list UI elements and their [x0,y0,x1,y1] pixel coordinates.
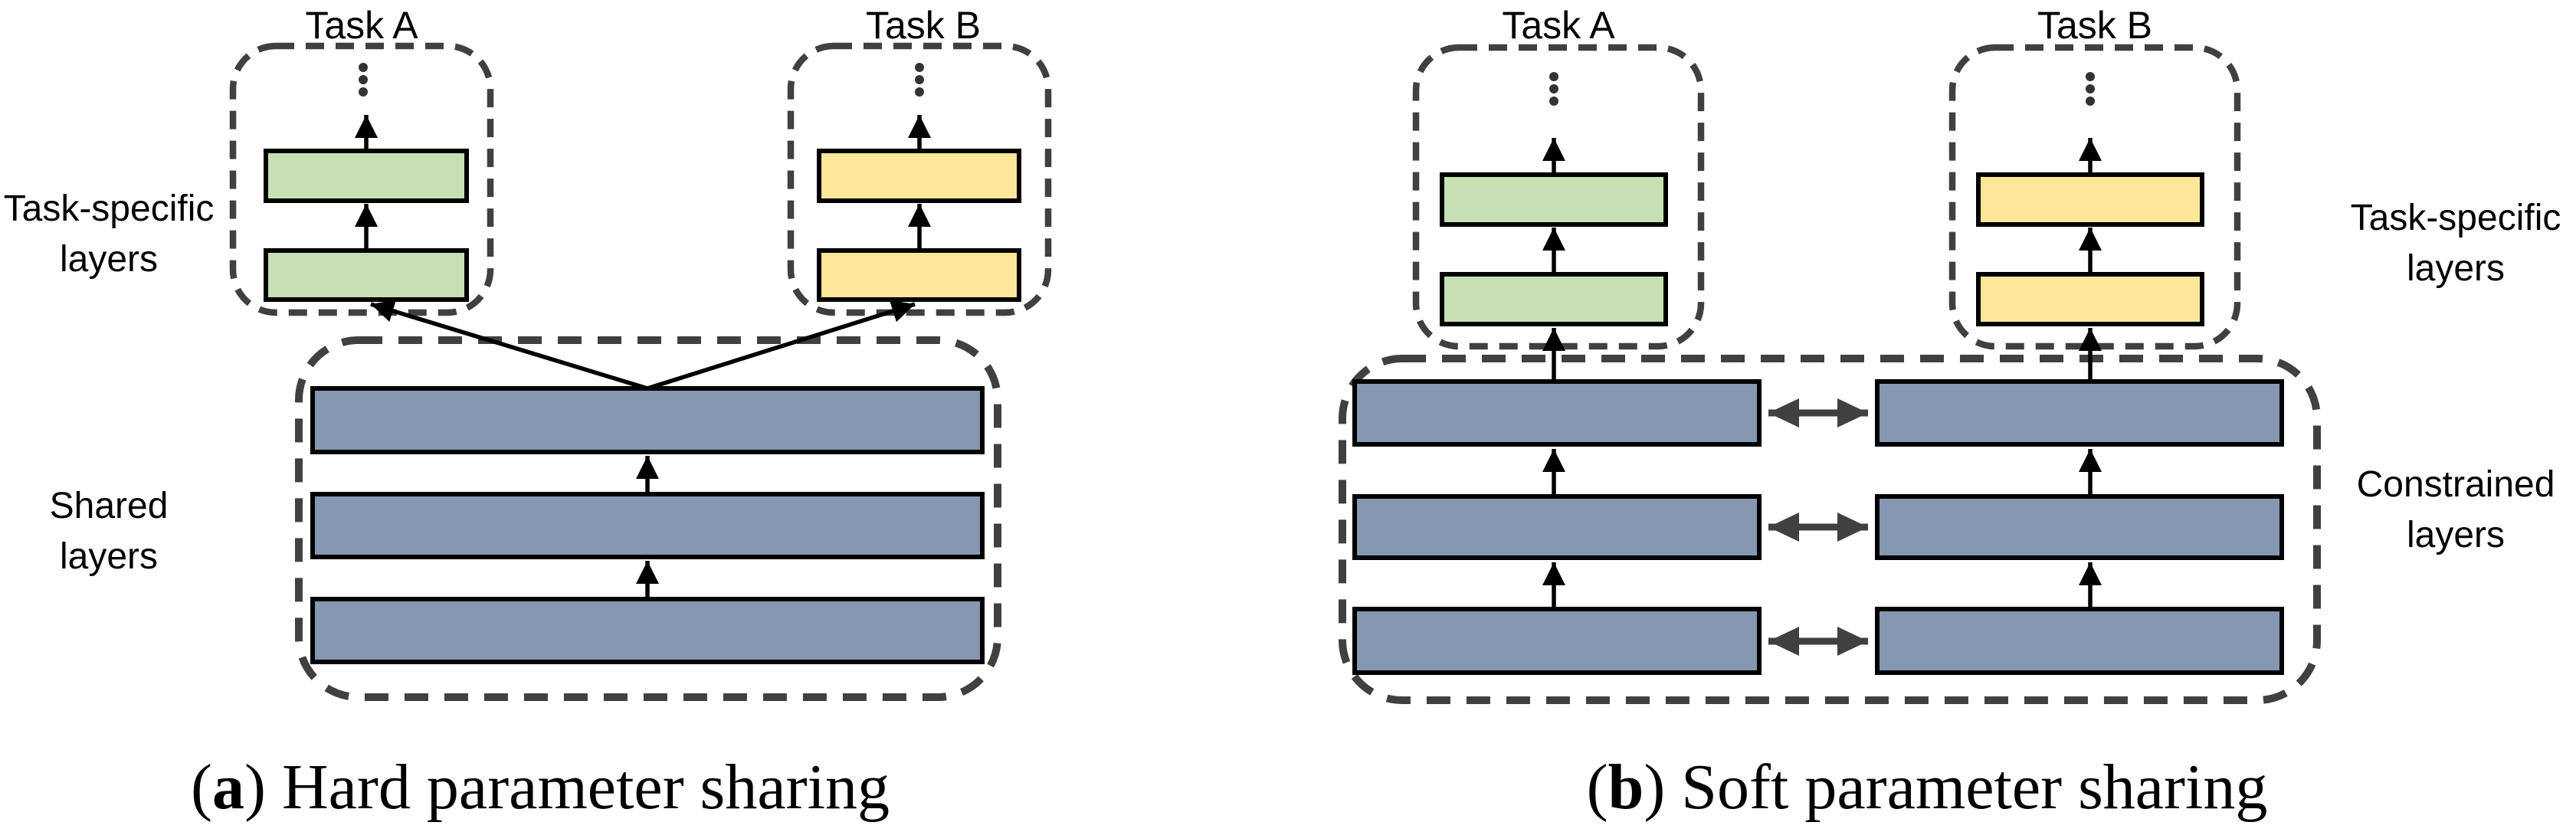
constrained-layer-box [1875,494,2284,560]
task-b-layer-box [1976,172,2204,227]
task-a-dashed-border [229,42,494,316]
shared-layers-dashed-border [295,336,1001,701]
panel-hard-sharing: Task A Task B Task-specif [4,4,1052,823]
task-specific-layers-label-line1: Task-specific [2351,198,2561,238]
task-a-layer-box [264,149,469,203]
constrained-layers-dashed-border [1339,355,2321,704]
constrained-layer-box [1352,379,1762,447]
task-a-layer-box [264,248,469,302]
constrained-layer-box [1352,494,1762,560]
caption-soft-sharing: (b) Soft parameter sharing [1587,752,2268,823]
ellipsis-dot [359,63,368,72]
ellipsis-dot [915,75,924,84]
shared-layers-label-line1: Shared [50,486,169,526]
constrained-layer-box [1875,607,2284,675]
ellipsis-dot [1549,97,1558,106]
ellipsis-dot [359,87,368,97]
task-specific-layers-label-line2: layers [60,239,158,280]
ellipsis-dot [2086,84,2095,93]
task-a-ellipsis [359,63,368,97]
ellipsis-dot [915,87,924,97]
ellipsis-dot [2086,72,2095,81]
branch-arrow-to-task-b [647,300,916,391]
ellipsis-dot [1549,72,1558,81]
branch-arrow-to-task-a [370,300,648,391]
panel-soft-sharing: Task A Task B [1339,4,2561,823]
task-b-title: Task B [2037,4,2152,47]
constrained-layers-label-line2: layers [2407,515,2505,555]
caption-hard-sharing: (a) Hard parameter sharing [191,752,890,823]
task-a-title: Task A [305,4,418,47]
task-a-dashed-border [1412,44,1705,350]
ellipsis-dot [2086,97,2095,106]
task-b-dashed-border [1948,44,2241,350]
task-b-dashed-border [787,42,1052,316]
task-specific-layers-label-line2: layers [2407,248,2505,289]
task-a-layer-box [1440,272,1668,326]
task-b-ellipsis [915,63,924,97]
ellipsis-dot [1549,84,1558,93]
task-a-title: Task A [1502,4,1615,47]
task-b-layer-box [817,149,1021,203]
constrained-layer-box [1352,607,1762,675]
shared-layer-box [310,597,985,664]
task-a-ellipsis [1549,72,1558,106]
task-b-ellipsis [2086,72,2095,106]
task-b-layer-box [1976,272,2204,326]
constrained-layer-box [1875,379,2284,447]
shared-layer-box [310,492,985,559]
task-b-title: Task B [866,4,981,47]
shared-layer-box [310,386,985,454]
ellipsis-dot [915,63,924,72]
ellipsis-dot [359,75,368,84]
task-b-layer-box [817,248,1021,302]
shared-layers-label-line2: layers [60,536,158,577]
task-specific-layers-label-line1: Task-specific [4,188,215,229]
task-a-layer-box [1440,172,1668,227]
constrained-layers-label-line1: Constrained [2357,464,2555,505]
